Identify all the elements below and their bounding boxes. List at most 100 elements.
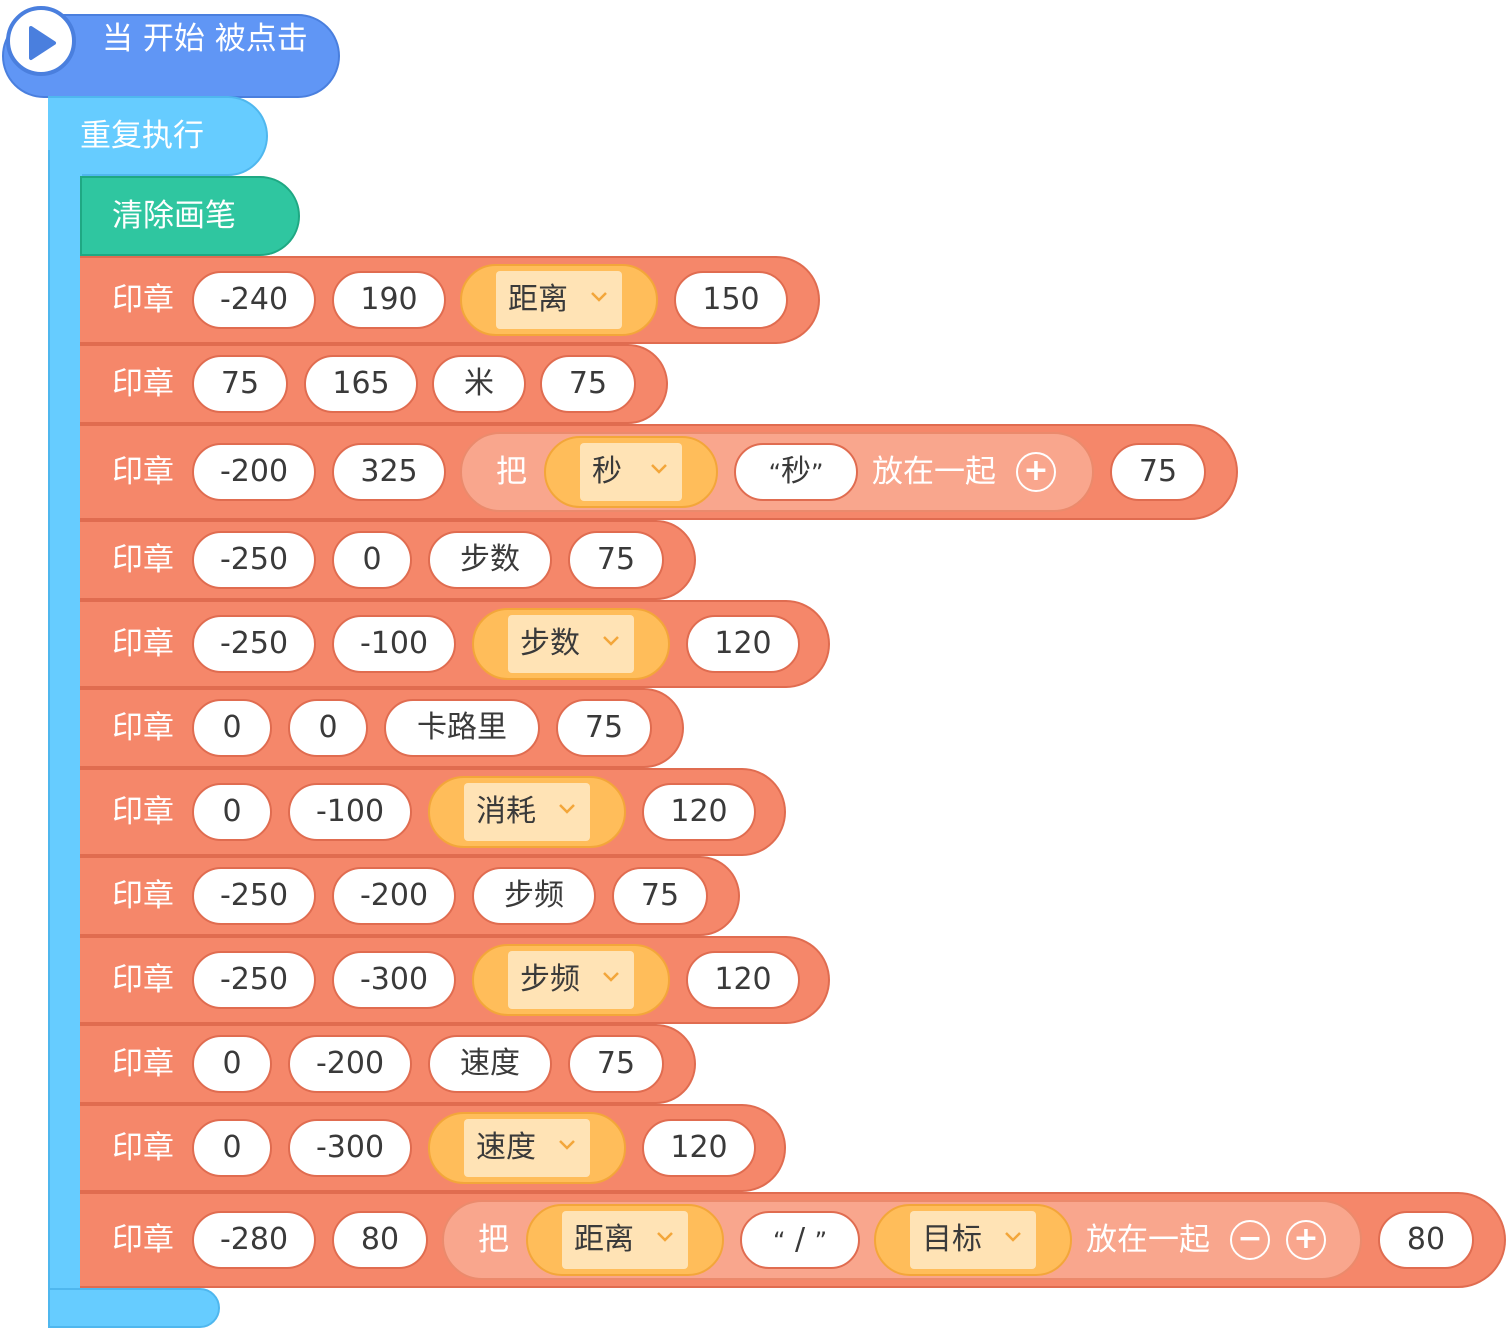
x-input[interactable]: -250 xyxy=(192,951,316,1009)
chevron-down-icon xyxy=(651,464,667,474)
x-input[interactable]: 0 xyxy=(192,1035,272,1093)
chevron-down-icon xyxy=(603,636,619,646)
join-suffix: 放在一起 xyxy=(1086,1222,1210,1258)
y-input[interactable]: 0 xyxy=(288,699,368,757)
string-input[interactable]: “ / ” xyxy=(740,1211,860,1269)
dropdown-value: 距离 xyxy=(574,1222,634,1257)
x-input[interactable]: -250 xyxy=(192,867,316,925)
x-input[interactable]: 75 xyxy=(192,355,288,413)
variable-dropdown[interactable]: 距离 xyxy=(496,271,622,329)
y-input[interactable]: -300 xyxy=(288,1119,412,1177)
text-input[interactable]: 卡路里 xyxy=(384,699,540,757)
y-input[interactable]: -200 xyxy=(332,867,456,925)
y-input[interactable]: -200 xyxy=(288,1035,412,1093)
x-input[interactable]: -200 xyxy=(192,443,316,501)
y-input[interactable]: -100 xyxy=(332,615,456,673)
size-input[interactable]: 120 xyxy=(686,951,800,1009)
stamp-label: 印章 xyxy=(112,282,174,318)
variable-dropdown[interactable]: 秒 xyxy=(580,443,682,501)
size-input[interactable]: 120 xyxy=(642,783,756,841)
y-input[interactable]: 165 xyxy=(304,355,418,413)
x-input[interactable]: 0 xyxy=(192,783,272,841)
chevron-down-icon xyxy=(591,292,607,302)
x-input[interactable]: 0 xyxy=(192,699,272,757)
repeat-forever-footer[interactable] xyxy=(48,1288,220,1328)
dropdown-value: 速度 xyxy=(476,1130,536,1165)
y-input[interactable]: -300 xyxy=(332,951,456,1009)
size-input[interactable]: 80 xyxy=(1378,1211,1474,1269)
y-input[interactable]: 80 xyxy=(332,1211,428,1269)
chevron-down-icon xyxy=(657,1232,673,1242)
variable-dropdown[interactable]: 距离 xyxy=(562,1211,688,1269)
repeat-forever-header[interactable] xyxy=(48,96,268,176)
size-input[interactable]: 75 xyxy=(568,531,664,589)
variable-dropdown[interactable]: 目标 xyxy=(910,1211,1036,1269)
play-icon xyxy=(6,6,76,76)
clear-pen-label: 清除画笔 xyxy=(112,198,236,234)
stamp-label: 印章 xyxy=(112,454,174,490)
remove-item-button[interactable]: − xyxy=(1230,1220,1270,1260)
string-value: 秒 xyxy=(781,454,811,489)
quote-close: ” xyxy=(814,1227,828,1255)
dropdown-value: 目标 xyxy=(922,1222,982,1257)
variable-dropdown[interactable]: 步数 xyxy=(508,615,634,673)
quote-open: “ xyxy=(768,459,781,487)
repeat-forever-joint xyxy=(48,150,82,190)
text-input[interactable]: 步数 xyxy=(428,531,552,589)
size-input[interactable]: 75 xyxy=(612,867,708,925)
size-input[interactable]: 75 xyxy=(556,699,652,757)
chevron-down-icon xyxy=(1005,1232,1021,1242)
x-input[interactable]: -280 xyxy=(192,1211,316,1269)
stamp-label: 印章 xyxy=(112,542,174,578)
chevron-down-icon xyxy=(559,804,575,814)
join-suffix: 放在一起 xyxy=(872,454,996,490)
dropdown-value: 步数 xyxy=(520,626,580,661)
x-input[interactable]: -250 xyxy=(192,615,316,673)
quote-open: “ xyxy=(772,1227,786,1255)
size-input[interactable]: 120 xyxy=(642,1119,756,1177)
join-label: 把 xyxy=(496,454,527,490)
stamp-label: 印章 xyxy=(112,1222,174,1258)
x-input[interactable]: 0 xyxy=(192,1119,272,1177)
size-input[interactable]: 75 xyxy=(1110,443,1206,501)
dropdown-value: 距离 xyxy=(508,282,568,317)
add-item-button[interactable]: + xyxy=(1016,452,1056,492)
string-value: / xyxy=(794,1222,806,1257)
text-input[interactable]: 米 xyxy=(432,355,526,413)
add-item-button[interactable]: + xyxy=(1286,1220,1326,1260)
stamp-label: 印章 xyxy=(112,710,174,746)
y-input[interactable]: 190 xyxy=(332,271,446,329)
stamp-label: 印章 xyxy=(112,1046,174,1082)
hat-label: 当 开始 被点击 xyxy=(102,21,308,57)
dropdown-value: 步频 xyxy=(520,962,580,997)
stamp-label: 印章 xyxy=(112,878,174,914)
clear-pen-block[interactable] xyxy=(80,176,300,256)
string-input[interactable]: “秒” xyxy=(734,443,858,501)
y-input[interactable]: 0 xyxy=(332,531,412,589)
y-input[interactable]: 325 xyxy=(332,443,446,501)
stamp-label: 印章 xyxy=(112,626,174,662)
x-input[interactable]: -250 xyxy=(192,531,316,589)
chevron-down-icon xyxy=(559,1140,575,1150)
repeat-forever-block[interactable] xyxy=(48,96,82,1326)
text-input[interactable]: 步频 xyxy=(472,867,596,925)
quote-close: ” xyxy=(811,459,824,487)
join-label: 把 xyxy=(478,1222,509,1258)
variable-dropdown[interactable]: 速度 xyxy=(464,1119,590,1177)
size-input[interactable]: 75 xyxy=(568,1035,664,1093)
variable-dropdown[interactable]: 消耗 xyxy=(464,783,590,841)
dropdown-value: 消耗 xyxy=(476,794,536,829)
variable-dropdown[interactable]: 步频 xyxy=(508,951,634,1009)
text-input[interactable]: 速度 xyxy=(428,1035,552,1093)
dropdown-value: 秒 xyxy=(592,454,622,489)
size-input[interactable]: 75 xyxy=(540,355,636,413)
stamp-label: 印章 xyxy=(112,962,174,998)
size-input[interactable]: 150 xyxy=(674,271,788,329)
chevron-down-icon xyxy=(603,972,619,982)
repeat-forever-label: 重复执行 xyxy=(80,118,204,154)
x-input[interactable]: -240 xyxy=(192,271,316,329)
stamp-label: 印章 xyxy=(112,1130,174,1166)
stamp-label: 印章 xyxy=(112,366,174,402)
y-input[interactable]: -100 xyxy=(288,783,412,841)
size-input[interactable]: 120 xyxy=(686,615,800,673)
